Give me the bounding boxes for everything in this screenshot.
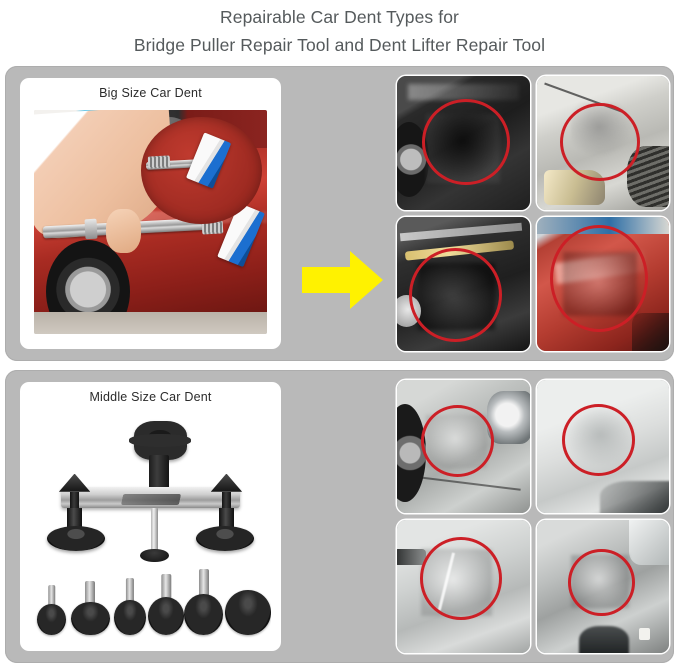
title-line-1: Repairable Car Dent Types for	[220, 7, 459, 27]
ground	[34, 311, 267, 334]
glue-tab-2	[70, 580, 110, 636]
damage-photo-dark-car-rear-quarter-dent	[397, 76, 530, 210]
adjustment-knob	[128, 421, 192, 460]
glue-tab-shank	[47, 585, 56, 607]
glue-tab-3	[114, 578, 146, 636]
dent-highlight-circle	[560, 102, 640, 181]
dent-lifter-kit-photo	[30, 412, 271, 640]
bridge-puller-kit-scene	[30, 412, 271, 640]
damage-photo-red-car-fender-dent	[536, 217, 669, 351]
glue-tab-head	[37, 604, 67, 636]
door-handle	[397, 549, 427, 566]
left-suction-foot	[46, 526, 105, 552]
damage-photo-white-car-fender-dent	[536, 380, 669, 513]
knob-stem	[149, 455, 169, 492]
dent-highlight-circle	[549, 225, 648, 333]
dent-highlight-circle	[420, 405, 494, 478]
dent-highlight-circle	[422, 98, 510, 185]
glue-tab-shank	[125, 578, 135, 603]
glue-tab-5	[184, 569, 223, 636]
damage-photo-grid-big	[397, 76, 669, 351]
glue-tab-shank	[85, 580, 96, 604]
title-line-2: Bridge Puller Repair Tool and Dent Lifte…	[133, 35, 546, 55]
highlight	[407, 84, 519, 101]
inset-puller-head-blue	[186, 132, 232, 190]
tool-card-middle: Middle Size Car Dent	[20, 382, 281, 651]
dent-highlight-circle	[419, 537, 502, 620]
section-big-size-car-dent: Big Size Car Dent	[5, 66, 674, 361]
right-post	[221, 491, 232, 515]
technician-hand	[106, 208, 142, 254]
glue-tab-4	[148, 573, 185, 636]
damage-photo-dark-car-door-dent	[397, 217, 530, 351]
tire	[397, 403, 427, 503]
zoom-inset-circle	[141, 116, 263, 225]
glue-tab-head	[148, 597, 185, 636]
rod-collar	[84, 218, 98, 240]
center-pull-rod	[150, 507, 159, 554]
section-middle-size-car-dent: Middle Size Car Dent	[5, 370, 674, 663]
glue-tab-shank	[161, 573, 171, 600]
dent-highlight-circle	[561, 403, 635, 476]
chrome-trim	[399, 222, 522, 242]
body-line	[410, 474, 522, 491]
window-glass	[629, 520, 669, 566]
shadow-area	[600, 481, 669, 513]
yellow-right-arrow-big	[302, 249, 384, 311]
damage-photo-silver-car-corner-panel-dent	[536, 520, 669, 653]
dent-highlight-circle	[568, 549, 635, 616]
glue-tab-1	[37, 585, 67, 636]
bridge-puller-in-use-photo	[34, 110, 267, 334]
left-post	[69, 491, 80, 515]
damage-photo-silver-car-wheel-arch-dent	[397, 380, 530, 513]
damage-photo-silver-car-door-dent	[397, 520, 530, 653]
red-car-repair-scene	[34, 110, 267, 334]
glue-tab-head	[225, 590, 271, 636]
dent-highlight-circle	[408, 247, 502, 342]
center-pull-foot	[139, 548, 169, 563]
glue-tab-head	[70, 601, 110, 636]
headlight	[487, 390, 530, 444]
bar-end-cap-right	[210, 473, 243, 492]
glue-tab-head	[114, 600, 146, 636]
shadow-area	[631, 313, 669, 351]
inset-rod-spring	[148, 155, 171, 169]
section-label-big: Big Size Car Dent	[99, 86, 202, 100]
super-pdr-logo	[120, 494, 181, 506]
shadow-area	[578, 626, 630, 653]
tool-card-big: Big Size Car Dent	[20, 78, 281, 349]
damage-photo-grid-middle	[397, 380, 669, 653]
page-title: Repairable Car Dent Types for Bridge Pul…	[0, 0, 679, 62]
bar-end-cap-left	[58, 473, 91, 492]
glue-tab-shank	[198, 569, 209, 598]
glue-tab-6	[225, 563, 271, 636]
bright-spot	[638, 627, 651, 640]
glue-tab-head	[184, 594, 223, 636]
section-label-middle: Middle Size Car Dent	[89, 390, 212, 404]
damage-photo-silver-car-front-fender-dent	[536, 76, 669, 210]
right-suction-foot	[196, 526, 255, 552]
